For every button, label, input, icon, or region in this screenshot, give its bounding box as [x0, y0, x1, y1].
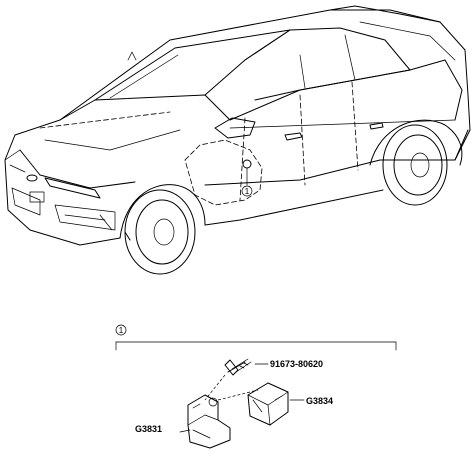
detail-callout-number: 1 — [119, 326, 124, 335]
sensor-left-part: G3831 — [135, 394, 231, 449]
bolt-assembly-line — [204, 374, 226, 401]
vehicle-illustration — [4, 5, 471, 275]
detail-bracket: 1 — [115, 324, 397, 351]
sensor-left-part-number: G3831 — [135, 424, 162, 434]
bolt-part: 91673-80620 — [224, 358, 323, 376]
sensor-right-part: G3834 — [247, 382, 333, 426]
sensor-assembly-line — [217, 389, 259, 401]
sensor-location-marker: 1 — [241, 159, 253, 197]
sensor-right-part-number: G3834 — [306, 396, 333, 406]
bolt-part-number: 91673-80620 — [270, 359, 323, 369]
vehicle-callout-number: 1 — [245, 187, 250, 196]
